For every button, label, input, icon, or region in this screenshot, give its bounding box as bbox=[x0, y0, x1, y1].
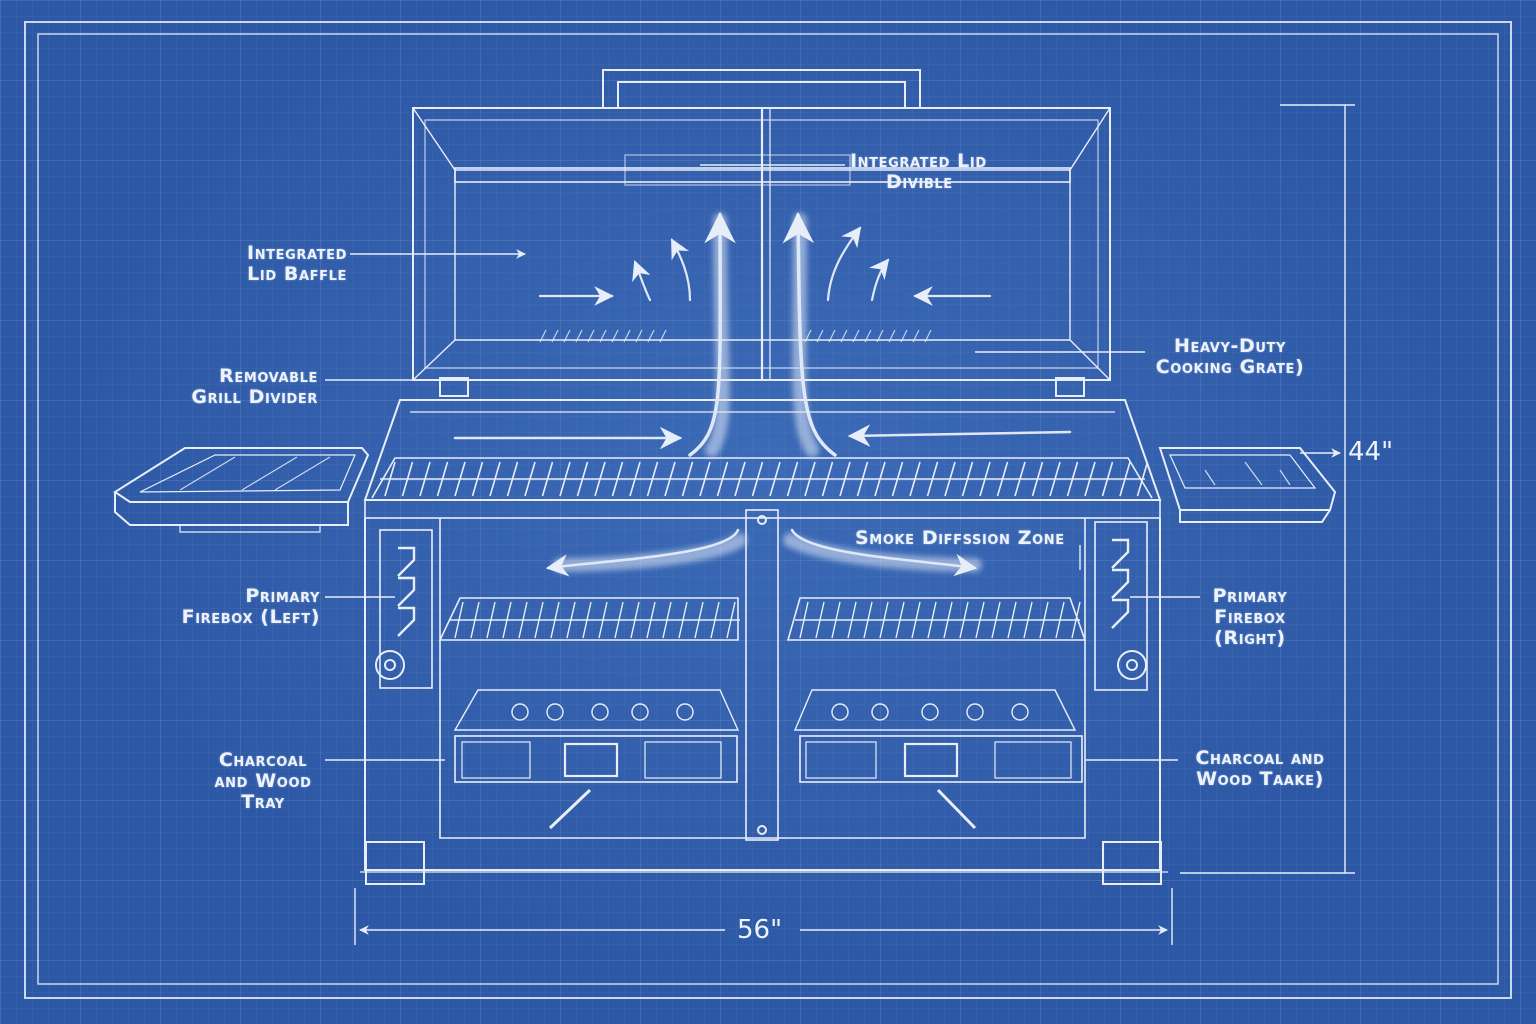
label-line: Divible bbox=[886, 171, 953, 193]
charcoal-bed-left bbox=[453, 689, 740, 731]
label-tray-left: Charcoal and Wood Tray bbox=[198, 750, 328, 813]
label-firebox-left: Primary Firebox (Left) bbox=[160, 586, 320, 628]
smoke-flow bbox=[453, 211, 1072, 577]
label-lid-baffle: Integrated Lid Baffle bbox=[215, 243, 347, 285]
label-tray-right: Charcoal and Wood Taake) bbox=[1180, 748, 1340, 790]
lid bbox=[412, 107, 1111, 397]
label-line: and Wood bbox=[214, 770, 312, 792]
charcoal-tray-right bbox=[799, 735, 1083, 830]
firebox-body bbox=[360, 399, 1168, 885]
label-line: Charcoal bbox=[218, 749, 308, 771]
side-shelf-right bbox=[1158, 447, 1337, 523]
smoke-arrow bbox=[782, 211, 837, 457]
charcoal-tray-left bbox=[454, 735, 738, 830]
label-line: Grill Divider bbox=[191, 386, 318, 408]
label-line: Firebox (Left) bbox=[181, 606, 320, 628]
inner-border bbox=[37, 33, 1499, 985]
label-grill-divider: Removable Grill Divider bbox=[150, 366, 318, 408]
label-smoke-zone: Smoke Diffssion Zone bbox=[855, 528, 1065, 549]
label-line: Wood Taake) bbox=[1196, 768, 1324, 790]
dimension-height: 44" bbox=[1348, 437, 1394, 467]
smoke-arrow bbox=[670, 238, 692, 302]
label-line: Cooking Grate) bbox=[1155, 356, 1305, 378]
label-line: Lid Baffle bbox=[247, 263, 347, 285]
label-lid-divider: Integrated Lid Divible bbox=[850, 151, 987, 193]
smoke-arrow bbox=[790, 528, 978, 577]
cooking-grate bbox=[380, 461, 1149, 497]
label-cooking-grate: Heavy-Duty Cooking Grate) bbox=[1140, 336, 1320, 378]
smoke-arrow bbox=[826, 226, 862, 302]
label-line: Charcoal and bbox=[1195, 747, 1325, 769]
side-shelf-left bbox=[113, 447, 370, 533]
side-vent-left bbox=[375, 529, 433, 689]
label-line: Smoke Diffssion Zone bbox=[855, 527, 1065, 549]
dimension-width: 56" bbox=[737, 915, 783, 945]
lower-grate-right bbox=[786, 597, 1087, 641]
label-line: Primary bbox=[245, 585, 320, 607]
side-vent-right bbox=[1094, 521, 1148, 691]
leader-lines bbox=[325, 164, 1200, 761]
label-line: Removable bbox=[219, 365, 318, 387]
smoke-arrow bbox=[847, 424, 1072, 447]
label-line: Primary bbox=[1212, 585, 1288, 607]
label-line: Integrated Lid bbox=[850, 150, 987, 172]
label-line: Heavy-Duty bbox=[1174, 335, 1286, 357]
label-firebox-right: Primary Firebox (Right) bbox=[1195, 586, 1305, 649]
label-line: Firebox bbox=[1214, 606, 1286, 628]
dimension-lines bbox=[354, 104, 1355, 945]
outer-border bbox=[24, 21, 1512, 999]
smoke-arrow bbox=[869, 258, 890, 302]
smoke-arrow bbox=[688, 211, 736, 457]
lid-handle bbox=[602, 69, 921, 108]
smoke-arrow bbox=[632, 260, 652, 302]
smoke-arrow bbox=[545, 528, 740, 577]
lower-grate-left bbox=[438, 597, 740, 641]
label-line: Integrated bbox=[247, 242, 347, 264]
label-line: (Right) bbox=[1214, 627, 1286, 649]
label-line: Tray bbox=[241, 791, 285, 813]
charcoal-bed-right bbox=[793, 689, 1077, 731]
